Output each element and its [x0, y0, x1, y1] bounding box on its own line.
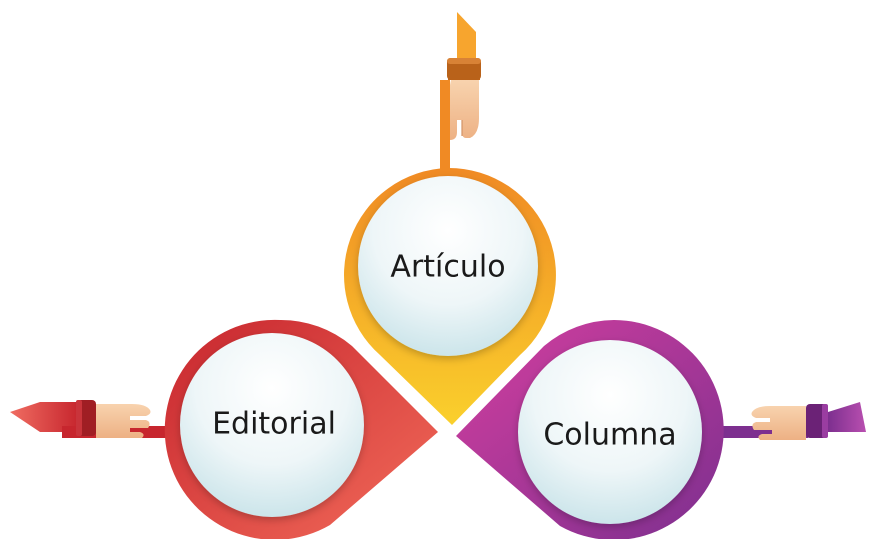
node-columna: Columna	[456, 320, 866, 539]
pointer-hand-left-icon	[10, 400, 180, 438]
node-editorial: Editorial	[10, 319, 438, 539]
node-articulo-circle	[358, 176, 538, 356]
node-articulo-label: Artículo	[390, 250, 505, 285]
node-columna-label: Columna	[543, 418, 676, 453]
node-articulo: Artículo	[344, 12, 556, 426]
pointer-hand-right-icon	[700, 402, 866, 440]
node-editorial-circle	[180, 333, 364, 517]
node-editorial-label: Editorial	[212, 407, 336, 442]
pointer-hand-up-icon	[440, 12, 481, 180]
node-columna-circle	[518, 340, 702, 524]
